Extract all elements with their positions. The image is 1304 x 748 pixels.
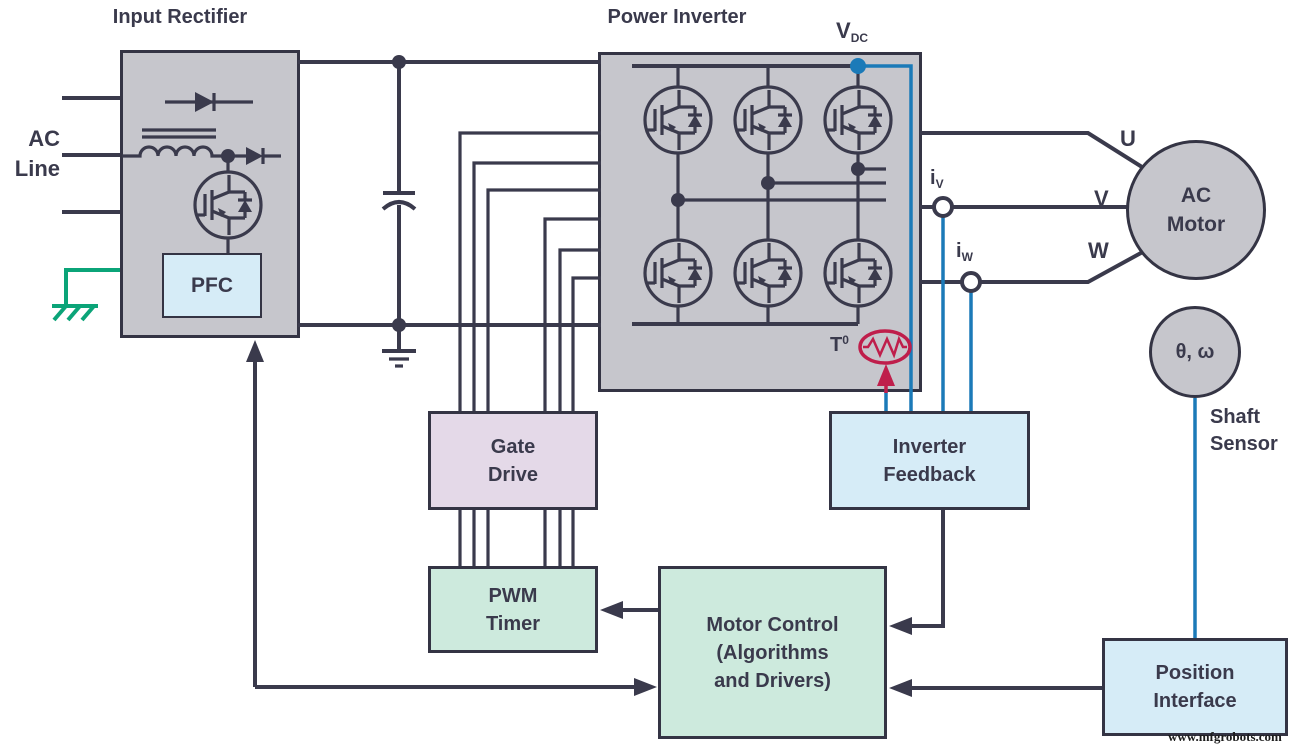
- iv-label: iV: [930, 167, 944, 191]
- igbt-icon: [823, 85, 893, 155]
- igbt-icon: [643, 238, 713, 308]
- shaft-sensor-circle-label: θ, ω: [1175, 341, 1215, 363]
- shaft-sensor-circle: θ, ω: [1149, 306, 1241, 398]
- phase-w-label: W: [1088, 238, 1109, 263]
- pwm-timer-block: PWM Timer: [428, 566, 598, 653]
- iv-sensor-icon: [932, 196, 954, 218]
- inverter-circuit: [632, 64, 893, 326]
- igbt-icon: [193, 170, 263, 240]
- current-sensors: [932, 196, 982, 411]
- inverter-feedback-block: Inverter Feedback: [829, 411, 1030, 510]
- gate-drive-label: Gate Drive: [487, 435, 539, 486]
- vdc-sense-line: [850, 58, 913, 411]
- inverter-feedback-label: Inverter Feedback: [883, 435, 976, 486]
- igbt-icon: [733, 238, 803, 308]
- pwm-timer-label: PWM Timer: [485, 584, 541, 635]
- watermark: www.mfgrobots.com: [1168, 729, 1282, 744]
- ac-line-inputs: [62, 96, 120, 214]
- feedback-wires: [246, 340, 1102, 697]
- earth-ground-icon: [52, 268, 120, 322]
- phase-v-label: V: [1094, 186, 1109, 211]
- motor-control-block: Motor Control (Algorithms and Drivers): [658, 566, 887, 739]
- pfc-label: PFC: [191, 273, 233, 297]
- phase-output-lines: [920, 131, 1152, 284]
- temperature-label: T0: [830, 333, 849, 356]
- ac-motor-label: AC Motor: [1166, 183, 1226, 236]
- rectifier-circuit: [122, 92, 281, 253]
- ac-motor-circle: AC Motor: [1126, 140, 1266, 280]
- igbt-icon: [823, 238, 893, 308]
- motor-control-label: Motor Control (Algorithms and Drivers): [706, 613, 839, 692]
- input-rectifier-title: Input Rectifier: [112, 6, 248, 28]
- power-inverter-title: Power Inverter: [607, 6, 747, 28]
- iw-label: iW: [956, 240, 973, 264]
- ac-line-label: AC Line: [14, 126, 60, 181]
- dc-link: [298, 55, 601, 368]
- iw-sensor-icon: [960, 271, 982, 293]
- thermistor-icon: [858, 329, 912, 411]
- shaft-sensor-label: Shaft Sensor: [1210, 406, 1278, 455]
- gate-drive-wires: [458, 131, 601, 567]
- vdc-label: VDC: [836, 18, 869, 45]
- pfc-block: PFC: [162, 253, 262, 318]
- position-interface-block: Position Interface: [1102, 638, 1288, 736]
- igbt-icon: [643, 85, 713, 155]
- position-interface-label: Position Interface: [1153, 662, 1237, 712]
- phase-u-label: U: [1120, 126, 1136, 151]
- gate-drive-block: Gate Drive: [428, 411, 598, 510]
- igbt-icon: [733, 85, 803, 155]
